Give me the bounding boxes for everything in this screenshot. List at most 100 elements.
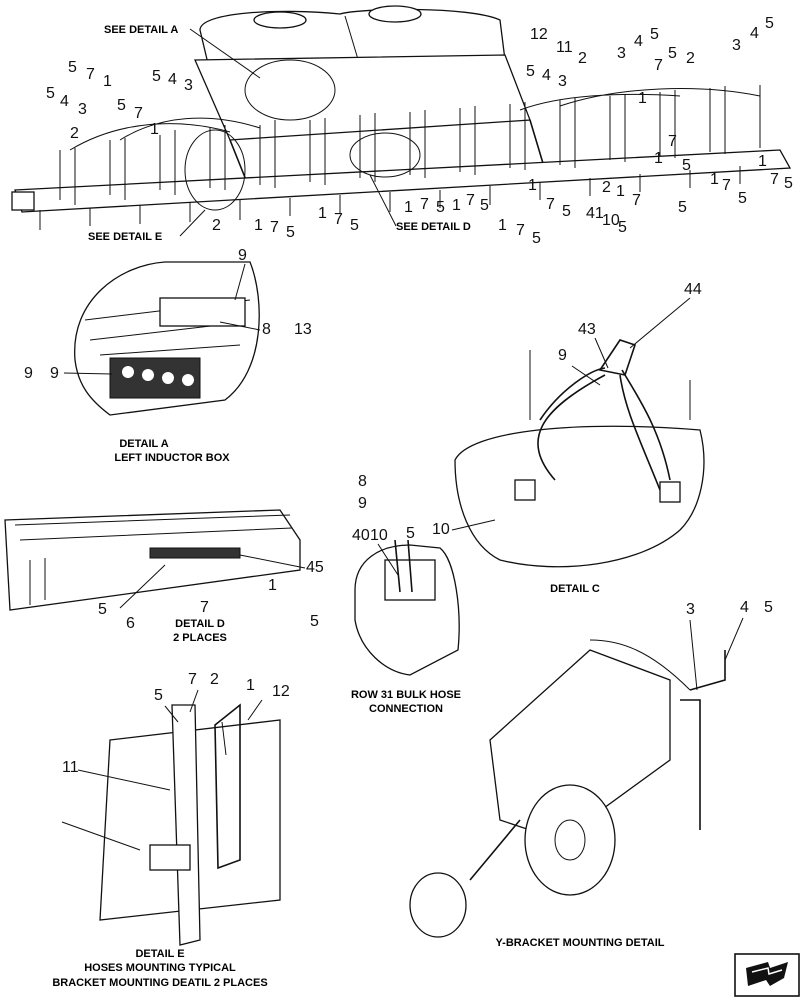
callout: 9 [50, 365, 59, 382]
callout: 7 [466, 192, 475, 209]
callout: 8 [262, 321, 271, 338]
callout: 5 [650, 26, 659, 43]
detail-e-caption: DETAIL E [135, 948, 184, 960]
callout: 5 [406, 525, 415, 542]
callout: 5 [286, 224, 295, 241]
detail-d-subcaption: 2 PLACES [173, 632, 227, 644]
callout: 9 [358, 495, 367, 512]
callout: 1 [616, 183, 625, 200]
callout: 1 [268, 577, 277, 594]
callout: 5 [678, 199, 687, 216]
callout: 1 [150, 121, 159, 138]
callout: 5 [668, 45, 677, 62]
callout: 5 [765, 15, 774, 32]
callout: 3 [558, 73, 567, 90]
callout: 7 [516, 222, 525, 239]
detail-a-subcaption: LEFT INDUCTOR BOX [114, 452, 230, 464]
detail-a-drawing [74, 261, 260, 416]
callout: 1 [654, 150, 663, 167]
callout: 3 [78, 101, 87, 118]
callout: 1 [404, 199, 413, 216]
callout: 5 [562, 203, 571, 220]
callout: 7 [188, 671, 197, 688]
callout: 2 [578, 50, 587, 67]
callout: 7 [420, 196, 429, 213]
detail-e-drawing [99, 703, 281, 946]
y-bracket-caption: Y-BRACKET MOUNTING DETAIL [495, 937, 664, 949]
callout: 5 [117, 97, 126, 114]
see-detail-e-label: SEE DETAIL E [88, 231, 162, 243]
main-callouts: 5 7 1 5 4 3 5 7 2 1 5 4 3 12 11 2 3 4 5 … [46, 15, 793, 247]
callout: 5 [682, 157, 691, 174]
callout: 5 [68, 59, 77, 76]
callout: 9 [24, 365, 33, 382]
callout: 1 [498, 217, 507, 234]
callout: 7 [200, 599, 209, 616]
callout: 10 [370, 527, 388, 544]
callout: 5 [152, 68, 161, 85]
callout: 1 [246, 677, 255, 694]
callout: 4 [542, 67, 551, 84]
callout: 1 [254, 217, 263, 234]
callout: 1 [318, 205, 327, 222]
callout: 1 [452, 197, 461, 214]
callout: 3 [686, 601, 695, 618]
callout: 9 [238, 247, 247, 264]
callout: 9 [558, 347, 567, 364]
callout: 3 [732, 37, 741, 54]
callout: 7 [722, 177, 731, 194]
callout: 13 [294, 321, 312, 338]
callout: 1 [758, 153, 767, 170]
callout: 10 [432, 521, 450, 538]
callout: 12 [530, 26, 548, 43]
callout: 4 [60, 93, 69, 110]
callout: 7 [632, 192, 641, 209]
detail-e-subcaption-2: BRACKET MOUNTING DEATIL 2 PLACES [52, 977, 267, 989]
callout: 2 [210, 671, 219, 688]
callout: 4 [740, 599, 749, 616]
callout: 2 [602, 179, 611, 196]
detail-d-caption: DETAIL D [175, 618, 225, 630]
callout: 40 [352, 527, 370, 544]
callout: 1 [710, 171, 719, 188]
callout: 5 [310, 613, 319, 630]
callout: 43 [578, 321, 596, 338]
callout: 3 [184, 77, 193, 94]
next-page-arrow-icon[interactable] [734, 953, 800, 997]
detail-d-drawing [4, 509, 301, 611]
callout: 7 [654, 57, 663, 74]
callout: 7 [546, 196, 555, 213]
callout: 10 [602, 212, 620, 229]
callout: 44 [684, 281, 702, 298]
callout: 2 [686, 50, 695, 67]
detail-c-caption: DETAIL C [550, 583, 600, 595]
callout: 4 [634, 33, 643, 50]
callout: 1 [638, 90, 647, 107]
callout: 7 [134, 105, 143, 122]
callout: 5 [784, 175, 793, 192]
callout: 5 [46, 85, 55, 102]
callout: 7 [668, 133, 677, 150]
callout: 5 [532, 230, 541, 247]
callout: 5 [618, 219, 627, 236]
callout: 3 [617, 45, 626, 62]
row-31-drawing [354, 539, 460, 676]
main-machine-drawing [11, 5, 792, 230]
callout: 5 [738, 190, 747, 207]
callout: 5 [764, 599, 773, 616]
callout: 11 [556, 39, 573, 56]
callout: 7 [770, 171, 779, 188]
callout: 45 [306, 559, 324, 576]
callout: 5 [98, 601, 107, 618]
row-31-subcaption: CONNECTION [369, 703, 443, 715]
detail-a-caption: DETAIL A [119, 438, 168, 450]
callout: 6 [126, 615, 135, 632]
y-bracket-drawing [409, 639, 726, 938]
callout: 7 [86, 66, 95, 83]
detail-e-subcaption-1: HOSES MOUNTING TYPICAL [84, 962, 236, 974]
callout: 5 [350, 217, 359, 234]
see-detail-d-label: SEE DETAIL D [396, 221, 471, 233]
callout: 8 [358, 473, 367, 490]
callout: 1 [528, 177, 537, 194]
